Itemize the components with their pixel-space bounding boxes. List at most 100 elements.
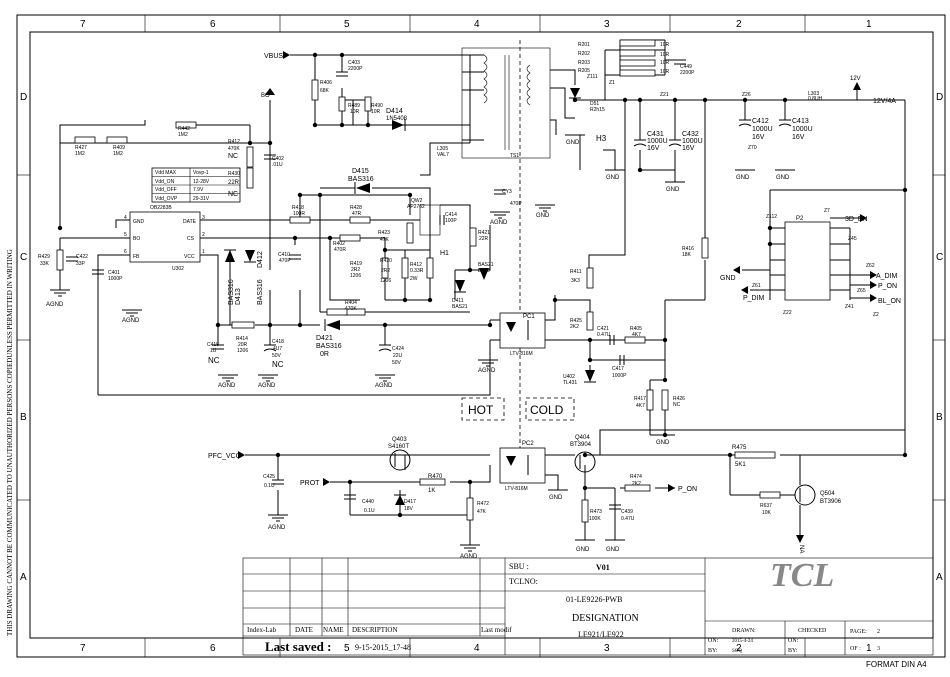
part-ref: R205 <box>578 68 590 74</box>
of-value: 3 <box>877 646 880 652</box>
drawn-label: DRAWN: <box>732 628 756 634</box>
net-p-on: P_ON <box>678 486 697 493</box>
part-value: 18V <box>404 506 414 512</box>
net-gnd-small: GND <box>656 440 670 446</box>
part-value: 1000U <box>682 138 703 145</box>
row-label-left: C <box>20 252 27 263</box>
part-value: BT3904 <box>570 442 592 448</box>
ic-pin: FB <box>133 254 140 260</box>
part-value: 1000U <box>752 126 773 133</box>
part-value: 33P <box>76 261 86 267</box>
checked-label: CHECKED <box>798 628 827 634</box>
part-value: S4160T <box>388 444 409 450</box>
tclno-label: TCLNO: <box>509 577 538 586</box>
net-agnd: AGND <box>218 383 236 389</box>
net-12v-4a: 12V/4A <box>873 98 896 105</box>
part-value: BAS316 <box>348 176 374 183</box>
vdd-table-cell: Vdd_ON <box>155 179 175 185</box>
col-label-bottom: 2 <box>736 643 742 654</box>
part-value: 10R <box>660 60 670 66</box>
part-ref: C401 <box>108 270 120 276</box>
part-note: NC <box>272 360 284 369</box>
part-note: NC <box>228 153 238 160</box>
part-ref: R490 <box>371 103 383 109</box>
part-ref: D414 <box>386 108 403 115</box>
of-label: OF : <box>850 646 861 652</box>
net-agnd: AGND <box>490 220 508 226</box>
part-ref: R423 <box>378 230 390 236</box>
part-value: 4U7 <box>273 346 282 352</box>
part-value: 1206 <box>380 278 391 284</box>
part-ref: L303 <box>808 91 819 97</box>
part-ref: C403 <box>348 60 360 66</box>
row-label-right: C <box>936 252 943 263</box>
part-ref: C412 <box>752 118 769 125</box>
part-value: 1M2 <box>113 151 123 157</box>
part-ref: C421 <box>597 326 609 332</box>
vdd-table-cell: Vdd MAX <box>155 170 177 176</box>
transformer-coils <box>483 54 531 150</box>
part-value: LTV-816M <box>505 486 528 492</box>
drawn-by-label: BY: <box>708 648 718 654</box>
part-ref: R470 <box>428 474 443 480</box>
col-label-bottom: 1 <box>866 643 872 654</box>
tb-col-date: DATE <box>295 626 313 634</box>
ic-pin-num: 5 <box>124 232 127 238</box>
net-gnd-small: GND <box>566 140 580 146</box>
net-gnd-small: GND <box>666 187 680 193</box>
part-value: 0.8UH <box>808 96 823 102</box>
part-value: VAL7 <box>437 152 449 158</box>
part-value: 18K <box>682 252 692 258</box>
part-value: 2K2 <box>632 481 641 487</box>
net-pfc-vcc: PFC_VCC <box>208 453 241 460</box>
inner-frame <box>29 31 934 639</box>
part-value: 0.1U <box>364 508 375 514</box>
part-ref: D411 <box>452 298 464 304</box>
last-saved-value: 9-15-2015_17-48 <box>355 643 411 652</box>
col-label-bottom: 3 <box>604 643 610 654</box>
junction-dots <box>57 52 908 518</box>
hot-label: HOT <box>468 403 494 417</box>
cold-box <box>525 397 575 421</box>
part-ref: R418 <box>292 205 304 211</box>
part-ref: R402 <box>333 241 345 247</box>
part-value: .01U <box>272 162 283 168</box>
drawn-by-value: SOQ <box>732 649 742 654</box>
part-value: BAS21 <box>452 304 468 310</box>
ic-pin-num: 2 <box>202 232 205 238</box>
part-value: 10R <box>371 109 381 115</box>
net-gnd-small: GND <box>606 547 620 553</box>
vdd-table-cell: 29-31V <box>193 196 210 202</box>
part-ref: Z70 <box>748 145 757 151</box>
col-label-bottom: 7 <box>80 643 86 654</box>
part-value: 1M2 <box>75 151 85 157</box>
part-ref: PC1 <box>523 314 535 320</box>
grid-ticks <box>17 15 945 657</box>
net-gnd-small: GND <box>536 213 550 219</box>
tb-col-description: DESCRIPTION <box>352 626 398 634</box>
last-saved-label: Last saved : <box>265 639 331 654</box>
part-ref: Z61 <box>752 283 761 289</box>
part-ref: Q404 <box>575 435 590 441</box>
connector-p2 <box>784 221 831 301</box>
cold-label: COLD <box>530 403 564 417</box>
net-gnd-small: GND <box>549 495 563 501</box>
part-value: 0.47U <box>621 516 635 522</box>
part-ref: C414 <box>445 212 457 218</box>
part-ref: R473 <box>590 509 602 515</box>
page-label: PAGE: <box>850 629 867 635</box>
part-value: 16V <box>647 145 660 152</box>
part-ref: L305 <box>437 146 448 152</box>
part-ref: Z111 <box>587 74 598 80</box>
part-ref: Z112 <box>766 214 777 220</box>
part-value: 2K2 <box>570 324 579 330</box>
vdd-table-cell: 12-28V <box>193 179 210 185</box>
part-value: 100P <box>445 218 457 224</box>
side-note: THIS DRAWING CANNOT BE COMMUNICATED TO U… <box>6 249 14 636</box>
row-label-left: B <box>20 412 27 423</box>
part-value: BAS316 <box>257 279 264 305</box>
part-ref: C402 <box>272 156 284 162</box>
part-value: TL431 <box>563 380 577 386</box>
part-ref: C424 <box>392 346 404 352</box>
